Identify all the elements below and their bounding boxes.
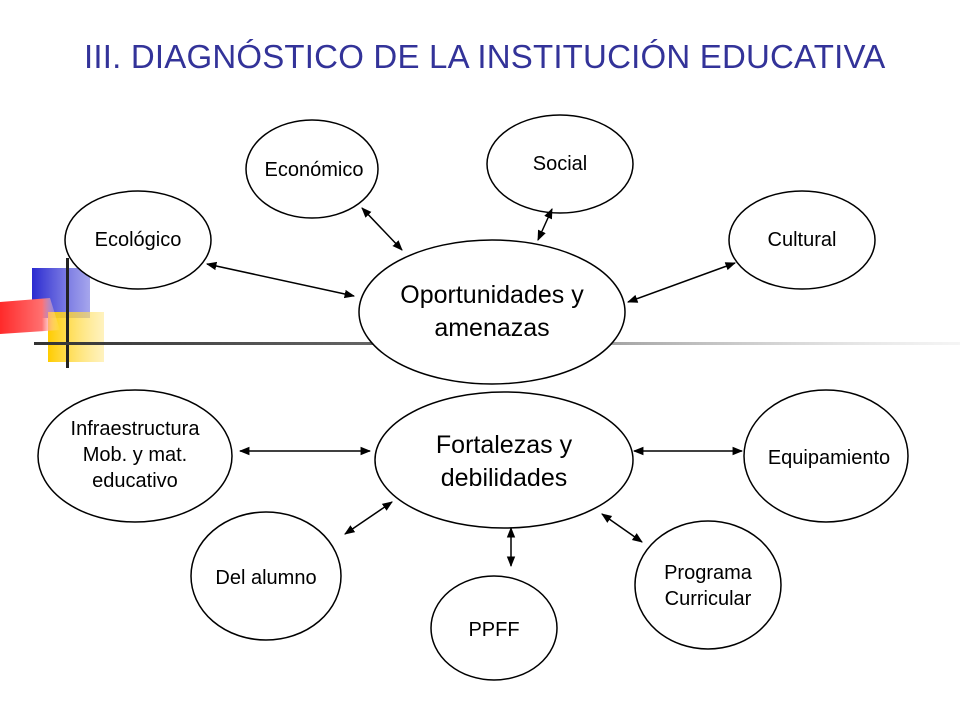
page-title: III. DIAGNÓSTICO DE LA INSTITUCIÓN EDUCA… [84,38,886,75]
node-infraestructura [37,389,233,523]
label-programa: Programa Curricular [664,562,752,610]
label-equipamiento: Equipamiento [767,447,891,469]
node-oportunidades [358,239,626,385]
arrow-programa [601,513,643,543]
label-oportunidades: Oportunidades y amenazas [400,281,584,342]
arrow-alumno [344,501,393,535]
node-economico [245,119,379,219]
node-alumno [190,511,342,641]
node-equipamiento [743,389,909,523]
node-ecologico [64,190,212,290]
arrow-economico [361,207,403,251]
node-fortalezas [374,391,634,529]
arrow-social [537,208,553,241]
label-ecologico: Ecológico [94,229,182,251]
arrow-ecologico [205,261,356,299]
label-fortalezas: Fortalezas y debilidades [435,431,573,492]
label-social: Social [532,153,588,175]
label-infraestructura: Infraestructura Mob. y mat. educativo [70,418,200,492]
node-programa [634,520,782,650]
label-alumno: Del alumno [215,567,317,589]
label-economico: Económico [264,159,364,181]
node-social [486,114,634,214]
arrow-cultural [627,262,736,303]
label-cultural: Cultural [767,229,837,251]
node-ppff [430,575,558,681]
label-ppff: PPFF [468,619,520,641]
node-cultural [728,190,876,290]
